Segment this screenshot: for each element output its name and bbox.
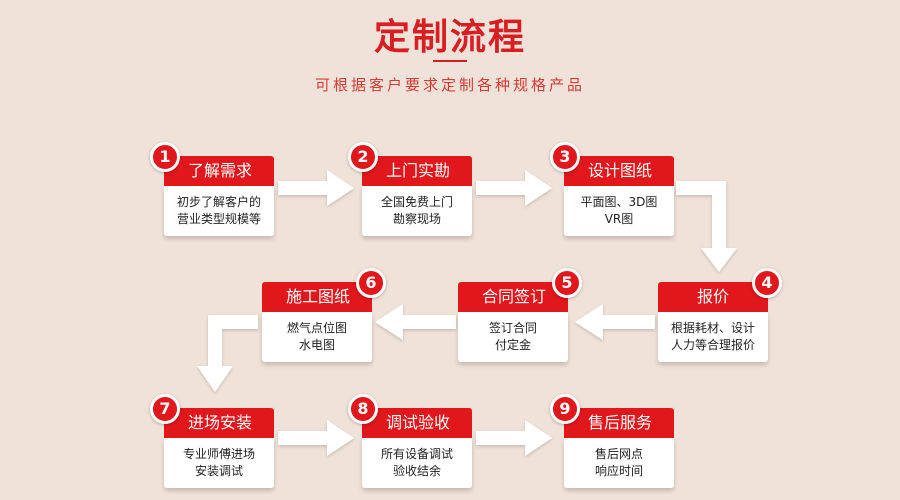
step-3-header: 设计图纸 bbox=[564, 156, 674, 186]
arrow-7-to-8 bbox=[278, 420, 354, 456]
step-4-number-badge: 4 bbox=[752, 268, 782, 298]
step-9-desc-line-2: 响应时间 bbox=[594, 464, 643, 478]
step-2-number-badge: 2 bbox=[348, 142, 378, 172]
step-4-body: 根据耗材、设计 人力等合理报价 bbox=[658, 312, 768, 362]
step-2-header: 上门实勘 bbox=[362, 156, 472, 186]
step-3-desc-line-1: 平面图、3D图 bbox=[580, 195, 658, 209]
step-9-desc-line-1: 售后网点 bbox=[594, 447, 643, 461]
step-8-desc-line-2: 验收结余 bbox=[392, 464, 441, 478]
step-8: 调试验收 所有设备调试 验收结余 8 bbox=[348, 394, 472, 488]
step-4: 报价 根据耗材、设计 人力等合理报价 4 bbox=[658, 268, 782, 362]
step-6-desc-line-2: 水电图 bbox=[298, 338, 335, 352]
step-5-desc-line-2: 付定金 bbox=[494, 338, 531, 352]
step-6-number-badge: 6 bbox=[356, 268, 386, 298]
page-title: 定制流程 bbox=[373, 17, 526, 58]
step-6-body: 燃气点位图 水电图 bbox=[262, 312, 372, 362]
step-7: 进场安装 专业师傅进场 安装调试 7 bbox=[150, 394, 274, 488]
arrow-5-to-6 bbox=[375, 304, 456, 340]
step-5-header: 合同签订 bbox=[458, 282, 568, 312]
step-5: 合同签订 签订合同 付定金 5 bbox=[458, 268, 582, 362]
step-3-body: 平面图、3D图 VR图 bbox=[564, 186, 674, 236]
step-6-desc-line-1: 燃气点位图 bbox=[286, 321, 347, 335]
step-8-number-badge: 8 bbox=[348, 394, 378, 424]
arrow-3-to-4 bbox=[676, 181, 737, 272]
step-5-body: 签订合同 付定金 bbox=[458, 312, 568, 362]
step-9-body: 售后网点 响应时间 bbox=[564, 438, 674, 488]
step-5-desc-line-1: 签订合同 bbox=[488, 321, 537, 335]
page-subtitle: 可根据客户要求定制各种规格产品 bbox=[314, 76, 585, 94]
step-6: 施工图纸 燃气点位图 水电图 6 bbox=[262, 268, 386, 362]
step-9-header: 售后服务 bbox=[564, 408, 674, 438]
step-1-desc-line-1: 初步了解客户的 bbox=[176, 195, 261, 209]
step-2: 上门实勘 全国免费上门 勘察现场 2 bbox=[348, 142, 472, 236]
step-3-number-badge: 3 bbox=[550, 142, 580, 172]
step-1-number-badge: 1 bbox=[150, 142, 180, 172]
step-2-desc-line-2: 勘察现场 bbox=[392, 212, 441, 226]
title-divider bbox=[433, 60, 467, 62]
step-4-desc-line-2: 人力等合理报价 bbox=[670, 338, 755, 352]
arrow-4-to-5 bbox=[575, 304, 655, 340]
step-7-desc-line-2: 安装调试 bbox=[194, 464, 243, 478]
step-3-desc-line-2: VR图 bbox=[604, 212, 634, 226]
step-1-desc-line-2: 营业类型规模等 bbox=[176, 212, 261, 226]
step-4-header: 报价 bbox=[658, 282, 768, 312]
step-2-body: 全国免费上门 勘察现场 bbox=[362, 186, 472, 236]
arrow-6-to-7 bbox=[197, 315, 258, 392]
step-8-desc-line-1: 所有设备调试 bbox=[380, 447, 453, 461]
step-8-header: 调试验收 bbox=[362, 408, 472, 438]
step-1-header: 了解需求 bbox=[164, 156, 274, 186]
step-4-desc-line-1: 根据耗材、设计 bbox=[670, 321, 755, 335]
step-2-desc-line-1: 全国免费上门 bbox=[380, 195, 453, 209]
step-6-header: 施工图纸 bbox=[262, 282, 372, 312]
step-7-body: 专业师傅进场 安装调试 bbox=[164, 438, 274, 488]
step-7-header: 进场安装 bbox=[164, 408, 274, 438]
step-8-body: 所有设备调试 验收结余 bbox=[362, 438, 472, 488]
arrow-8-to-9 bbox=[476, 420, 552, 456]
step-9: 售后服务 售后网点 响应时间 9 bbox=[550, 394, 674, 488]
arrow-2-to-3 bbox=[476, 170, 552, 206]
step-5-number-badge: 5 bbox=[552, 268, 582, 298]
step-7-desc-line-1: 专业师傅进场 bbox=[182, 447, 255, 461]
step-9-number-badge: 9 bbox=[550, 394, 580, 424]
step-7-number-badge: 7 bbox=[150, 394, 180, 424]
step-3: 设计图纸 平面图、3D图 VR图 3 bbox=[550, 142, 674, 236]
step-1: 了解需求 初步了解客户的 营业类型规模等 1 bbox=[150, 142, 274, 236]
step-1-body: 初步了解客户的 营业类型规模等 bbox=[164, 186, 274, 236]
arrow-1-to-2 bbox=[278, 170, 354, 206]
